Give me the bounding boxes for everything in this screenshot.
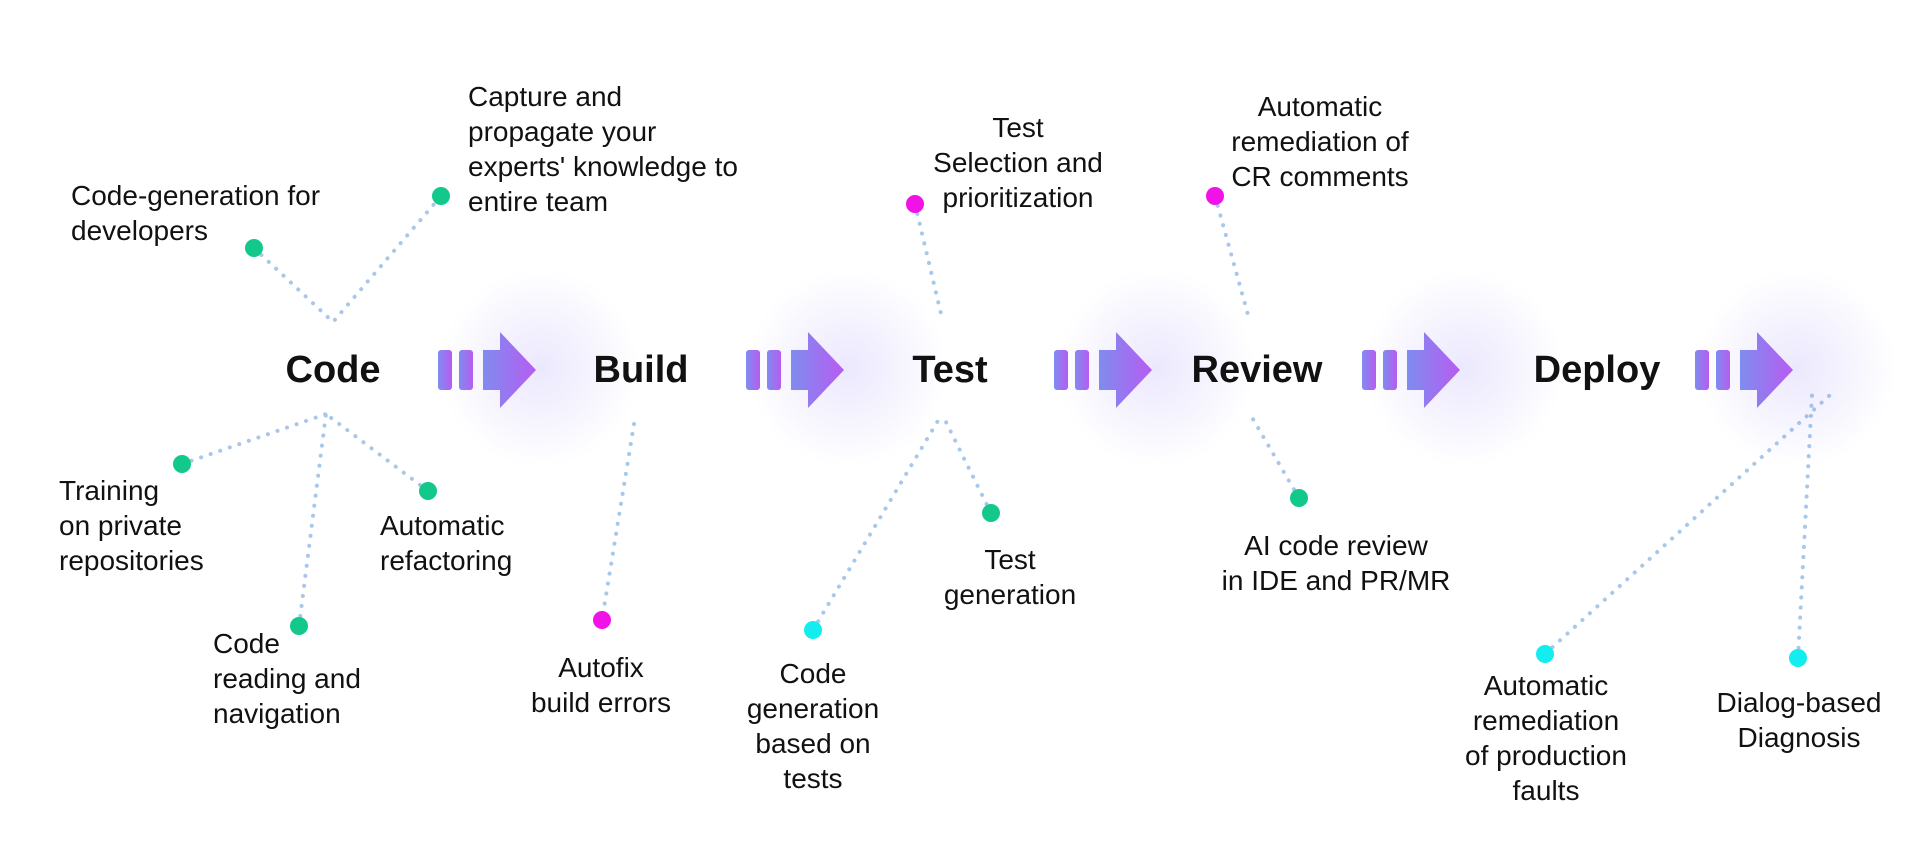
feature-dot (982, 504, 1000, 522)
feature-dot (1536, 645, 1554, 663)
feature-dot (173, 455, 191, 473)
connector-line (600, 422, 636, 622)
stage-test: Test (912, 349, 988, 391)
connector-line (324, 412, 430, 493)
chevron-arrow-icon (1695, 332, 1793, 408)
feature-dot (432, 187, 450, 205)
connector-line (811, 412, 944, 632)
connector-line (1248, 412, 1301, 500)
stage-deploy: Deploy (1533, 349, 1661, 391)
feature-dot (593, 611, 611, 629)
connector-line (913, 202, 944, 320)
chevron-arrow-icon (1362, 332, 1460, 408)
connector-line (1543, 393, 1832, 656)
feature-dot (1206, 187, 1224, 205)
connector-line (1213, 194, 1252, 324)
connector-line (180, 412, 328, 466)
feature-dot (419, 482, 437, 500)
feature-dot (1290, 489, 1308, 507)
feature-dot (804, 621, 822, 639)
arrow-glow (748, 268, 948, 468)
connector-line (297, 412, 328, 628)
chevron-arrow-icon (1054, 332, 1152, 408)
feature-dot (906, 195, 924, 213)
arrow-glow (1697, 268, 1897, 468)
feature-dot (290, 617, 308, 635)
stage-code: Code (285, 349, 381, 391)
arrow-glow (1056, 268, 1256, 468)
arrow-glow (440, 268, 640, 468)
arrow-glow (1364, 268, 1564, 468)
chevron-arrow-icon (438, 332, 536, 408)
stage-review: Review (1191, 349, 1323, 391)
chevron-arrow-icon (746, 332, 844, 408)
connector-line (940, 412, 993, 515)
feature-dot (1789, 649, 1807, 667)
connector-line (1796, 393, 1814, 660)
feature-dot (245, 239, 263, 257)
stage-build: Build (593, 349, 689, 391)
